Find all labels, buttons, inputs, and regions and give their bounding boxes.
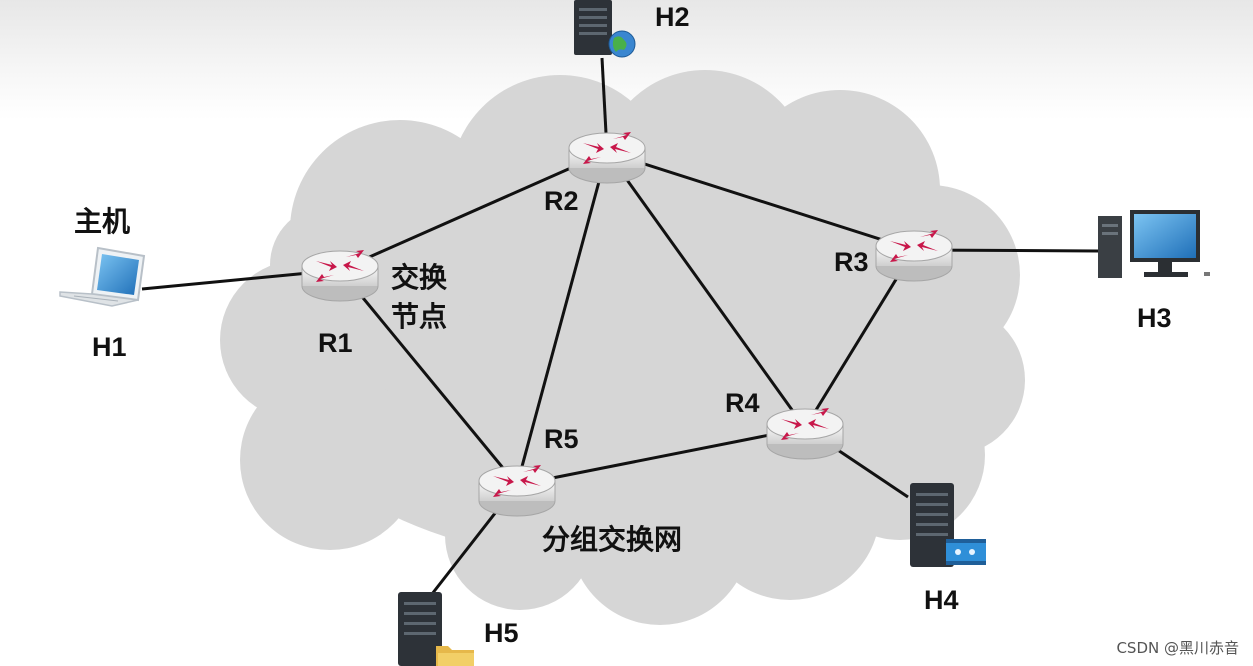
link-r1-r5: [338, 269, 519, 486]
router-r4-icon: [766, 408, 844, 460]
router-label-r1: R1: [318, 328, 353, 358]
network-cloud: [220, 70, 1025, 625]
router-label-r3: R3: [834, 247, 869, 277]
laptop-icon: [59, 246, 146, 307]
link-r2-r5: [515, 151, 609, 486]
host-label-h3: H3: [1137, 303, 1172, 333]
host-label-h1: H1: [92, 332, 127, 362]
router-r5-icon: [478, 465, 556, 517]
switch-node-label-line1: 交换: [391, 261, 448, 294]
router-r2-icon: [568, 132, 646, 184]
media-server-icon: [910, 483, 986, 567]
host-label-h5: H5: [484, 618, 519, 648]
web-server-icon: [574, 0, 636, 58]
host-label-h2: H2: [655, 2, 690, 32]
network-label: 分组交换网: [542, 523, 683, 556]
desktop-computer-icon: [1098, 210, 1210, 278]
router-label-r4: R4: [725, 388, 760, 418]
router-label-r5: R5: [544, 424, 579, 454]
link-r1-r2: [339, 150, 608, 272]
router-r1-icon: [301, 250, 379, 302]
host-caption: 主机: [74, 205, 131, 238]
routers-layer: [301, 132, 953, 517]
link-r2-r4: [605, 151, 807, 429]
router-label-r2: R2: [544, 186, 579, 216]
host-label-h4: H4: [924, 585, 959, 615]
file-server-icon: [398, 592, 474, 666]
watermark: CSDN @黑川赤音: [1116, 639, 1239, 657]
link-r2-r3: [606, 150, 915, 252]
router-r3-icon: [875, 230, 953, 282]
switch-node-label-line2: 节点: [391, 300, 448, 333]
link-r4-r5: [516, 426, 806, 487]
